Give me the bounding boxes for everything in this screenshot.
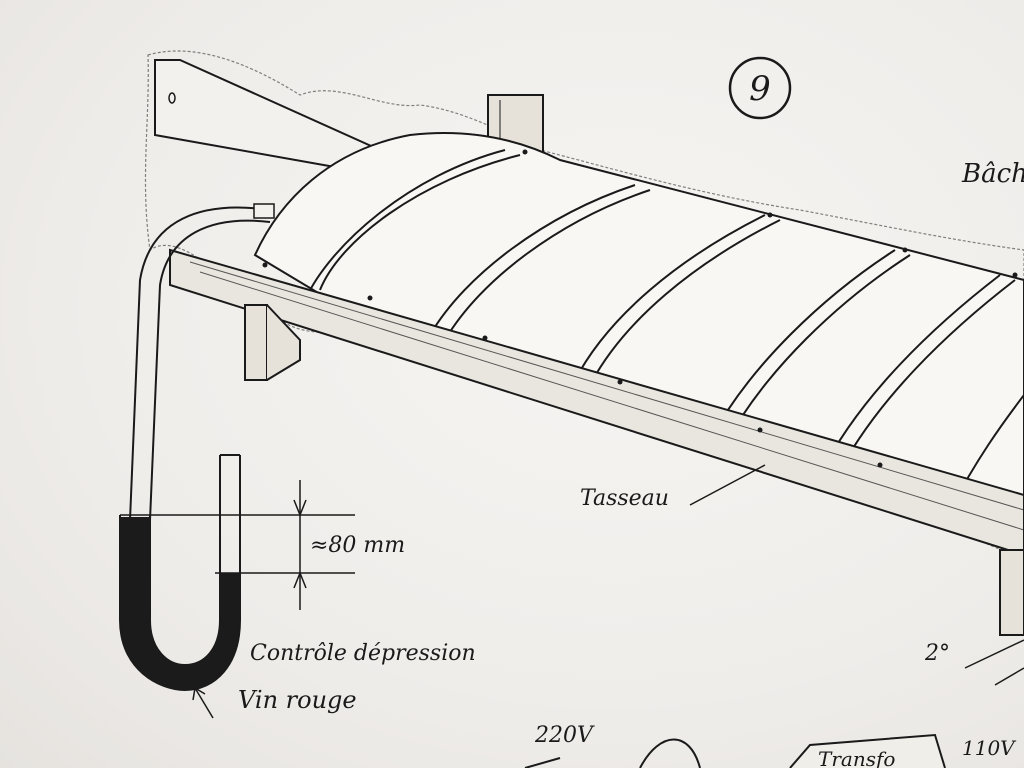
figure-number: 9 (749, 69, 771, 109)
label-angle: 2° (924, 641, 950, 666)
left-support-post (244, 304, 268, 381)
right-support-post (999, 549, 1024, 636)
screw-hole (168, 92, 176, 104)
batten (169, 248, 1024, 557)
vacuum-hose-inner (149, 219, 271, 521)
label-batten: Tasseau (580, 486, 669, 511)
tarp-cover (253, 132, 1024, 532)
liquid-fill (120, 517, 240, 690)
vacuum-hose (129, 206, 271, 521)
angle-line-2 (994, 667, 1024, 686)
screws (262, 149, 1018, 468)
figure-number-circle (728, 56, 792, 120)
hose-connector (253, 203, 275, 219)
label-top-right: Bâch (961, 159, 1024, 189)
label-vacuum-check: Contrôle dépression (250, 641, 476, 666)
u-tube-inner (149, 455, 221, 667)
strap-2 (444, 189, 651, 341)
dimension-arrow-top (293, 499, 307, 518)
label-mains-voltage: 220V (534, 723, 595, 748)
transformer-box (789, 733, 946, 768)
label-low-voltage: 110V (962, 736, 1017, 760)
label-transformer: Transfo (818, 747, 895, 768)
power-cable (524, 738, 701, 768)
strap-3 (584, 219, 781, 396)
angle-line (964, 639, 1024, 669)
label-level-diff: ≈80 mm (310, 533, 405, 558)
strap-1 (319, 154, 521, 291)
left-post-side (266, 304, 301, 381)
label-liquid: Vin rouge (238, 686, 357, 714)
batten-grain (189, 261, 1024, 531)
liquid-leader (192, 687, 214, 719)
dimension-arrow-bottom (293, 570, 307, 589)
batten-leader (689, 464, 766, 506)
